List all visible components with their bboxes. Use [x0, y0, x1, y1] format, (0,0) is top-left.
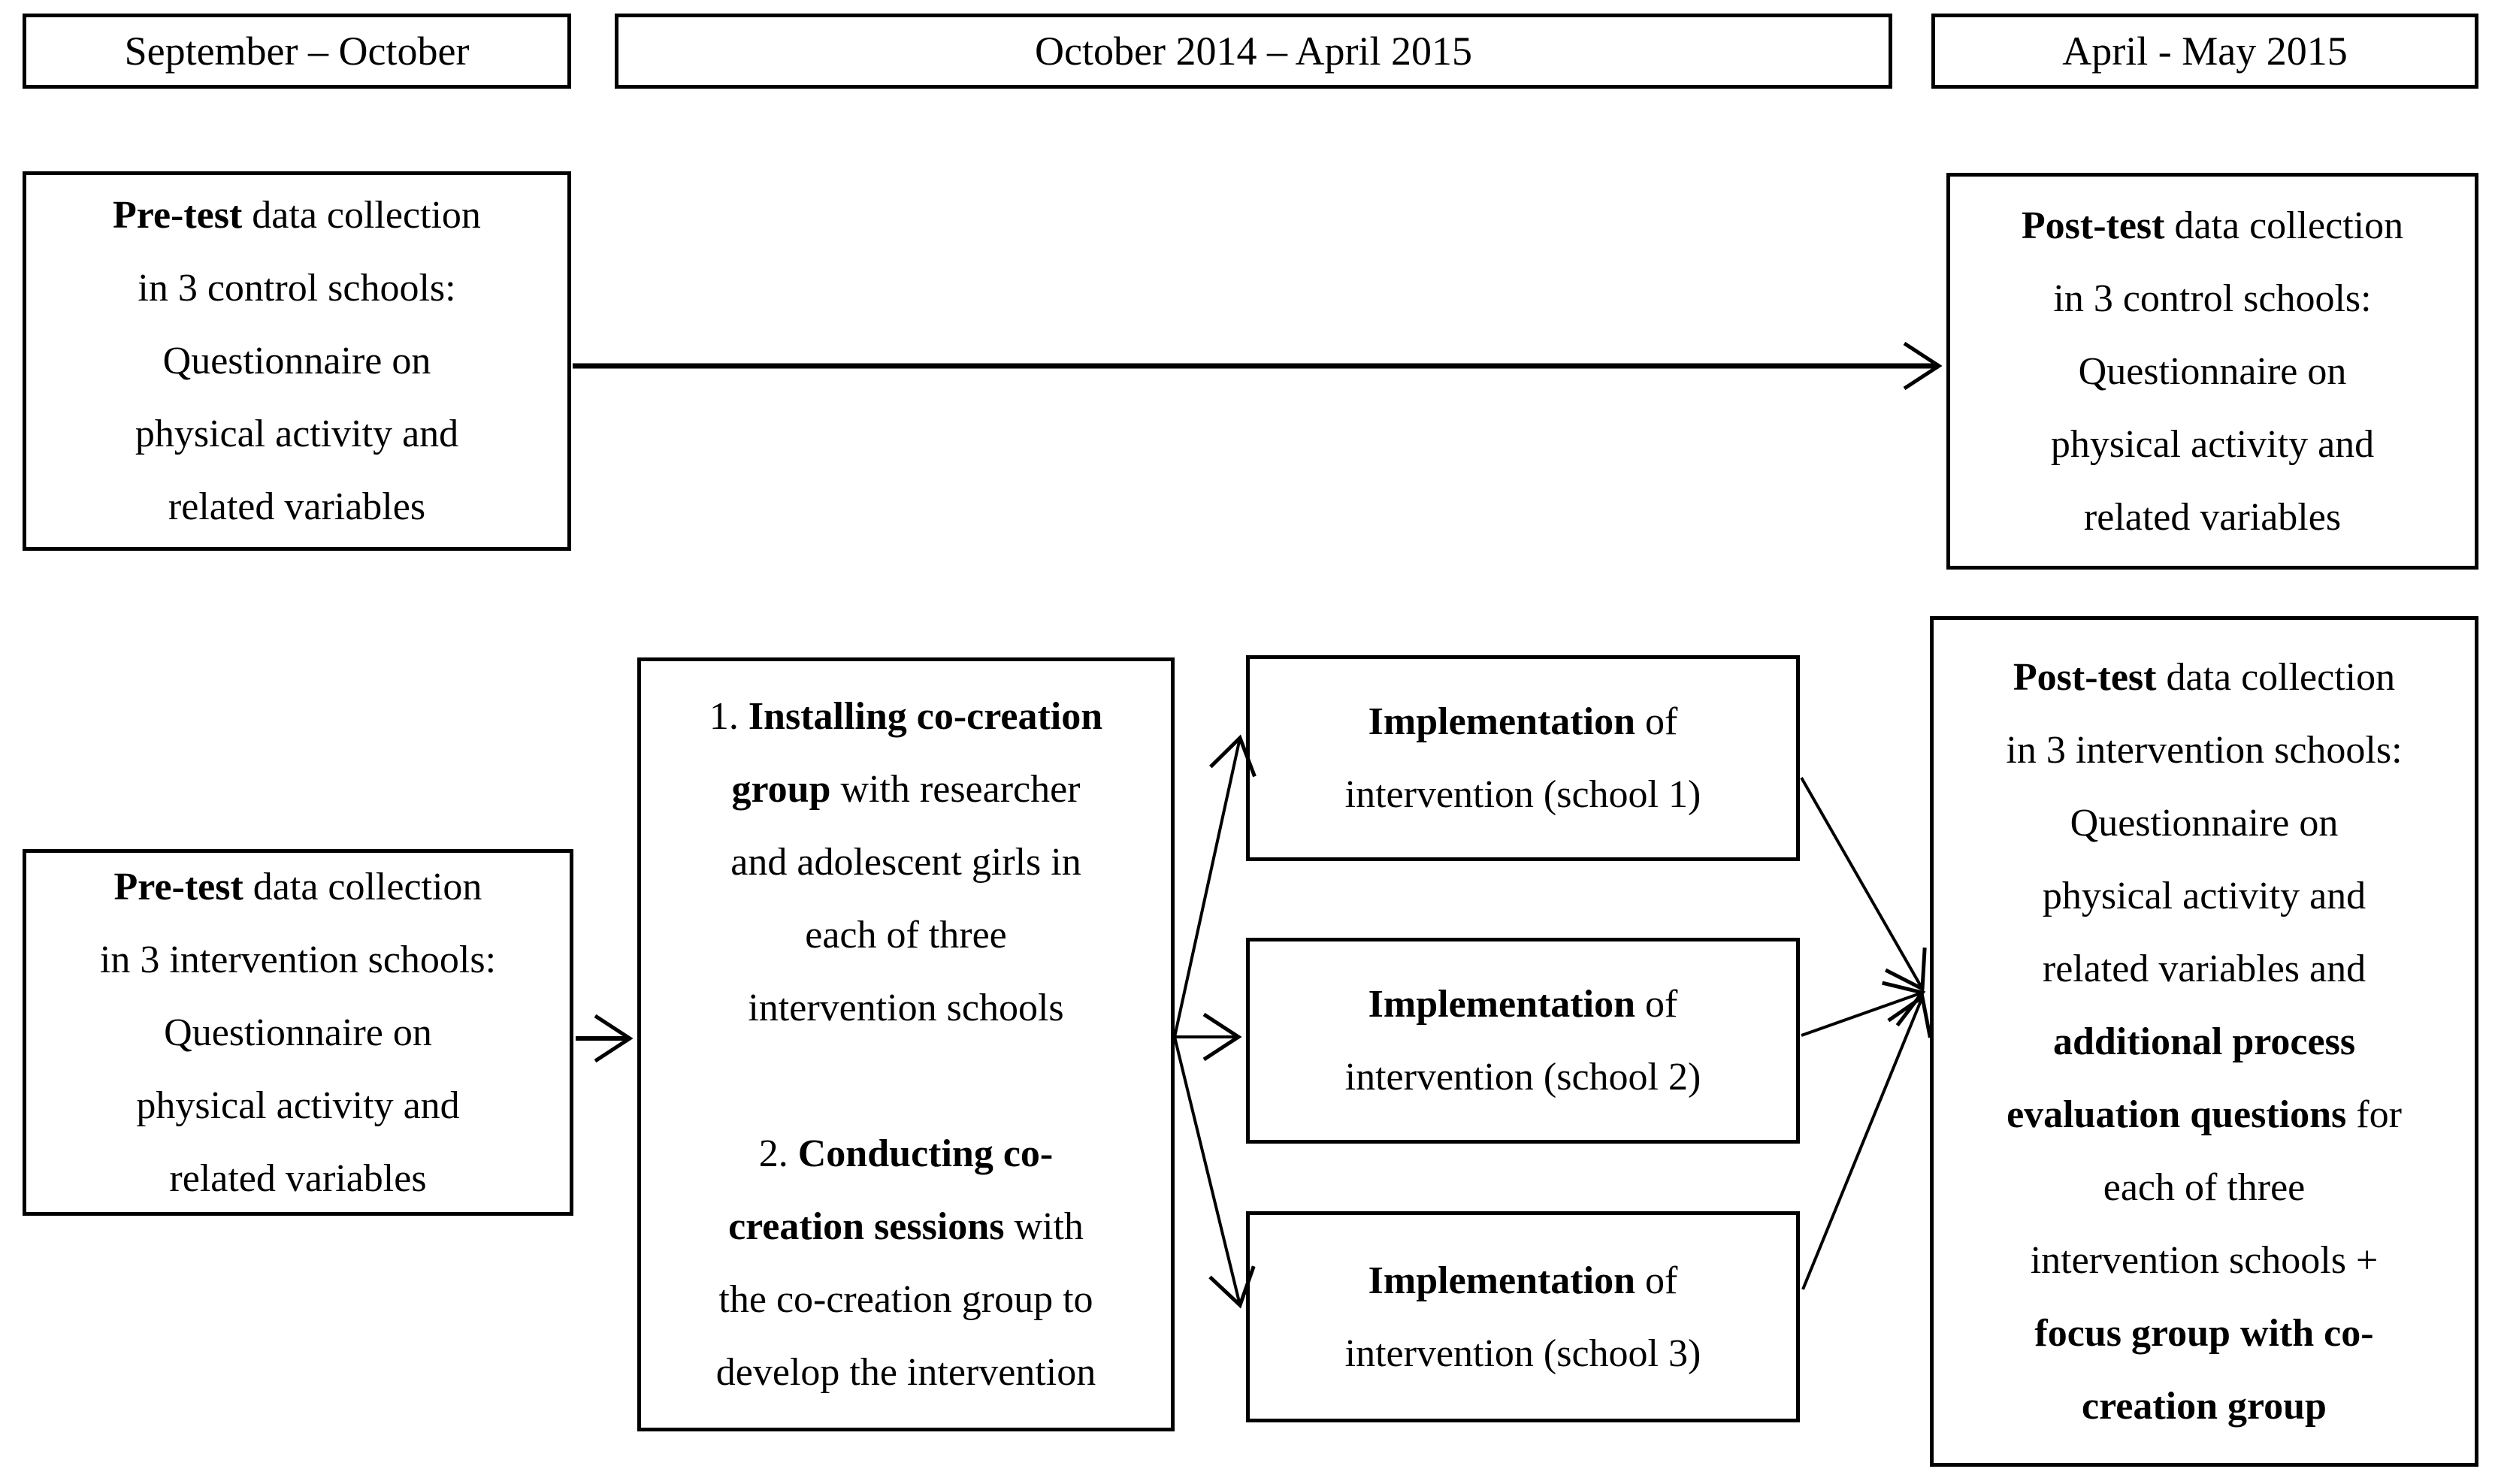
header-label: April - May 2015: [2062, 28, 2348, 74]
text-line: and adolescent girls in: [730, 841, 1081, 884]
text-line: in 3 intervention schools:: [2006, 728, 2403, 772]
text-line: physical activity and: [136, 1084, 460, 1127]
text-line: related variables: [169, 1156, 427, 1200]
text-line: Post-test data collection: [2021, 204, 2404, 247]
text-line: Pre-test data collection: [113, 194, 481, 237]
text-line: Questionnaire on: [162, 340, 431, 382]
text-line: each of three: [805, 914, 1007, 957]
text-line: in 3 control schools:: [138, 267, 456, 310]
text-line: additional process: [2052, 1020, 2356, 1063]
header-label: October 2014 – April 2015: [1035, 28, 1472, 74]
text-line: the co-creation group to: [718, 1278, 1093, 1321]
header-box-september-october: September – October: [23, 14, 571, 89]
text-line: Post-test data collection: [2013, 655, 2396, 699]
text-line: Pre-test data collection: [113, 865, 482, 908]
text-line: Questionnaire on: [2070, 801, 2339, 845]
box-implementation-school3: Implementation of intervention (school 3): [1246, 1211, 1800, 1422]
arrow-school3-to-posttest-intervention: [1801, 993, 1932, 1290]
text-line: Questionnaire on: [164, 1011, 432, 1054]
text-line: 2. Conducting co-: [758, 1132, 1054, 1175]
text-line: [901, 1044, 911, 1117]
text-line: develop the intervention: [715, 1351, 1096, 1394]
text-line: Implementation of: [1368, 1259, 1678, 1302]
text-line: physical activity and: [135, 413, 459, 455]
box-posttest-intervention: Post-test data collection in 3 interventi…: [1930, 616, 2478, 1467]
arrow-school1-to-posttest-intervention: [1800, 777, 1927, 992]
box-pretest-control: Pre-test data collection in 3 control sch…: [23, 171, 571, 551]
arrow-cocreation-to-school3: [1173, 1036, 1256, 1309]
text-line: focus group with co-: [2034, 1311, 2374, 1355]
arrow-school2-to-posttest-intervention: [1801, 981, 1926, 1037]
text-line: related variables: [168, 485, 426, 528]
text-line: 1. Installing co-creation: [709, 695, 1103, 738]
text-line: Implementation of: [1368, 983, 1678, 1026]
box-implementation-school2: Implementation of intervention (school 2): [1246, 938, 1800, 1144]
box-posttest-control: Post-test data collection in 3 control sc…: [1946, 173, 2478, 570]
arrow-cocreation-to-school1: [1173, 734, 1257, 1038]
text-line: in 3 control schools:: [2053, 277, 2372, 320]
text-line: group with researcher: [731, 768, 1081, 811]
text-line: in 3 intervention schools:: [99, 938, 497, 981]
text-line: physical activity and: [2042, 874, 2366, 917]
text-line: physical activity and: [2050, 422, 2375, 466]
text-line: intervention schools: [748, 987, 1064, 1029]
box-cocreation-group: 1. Installing co-creation group with rese…: [637, 657, 1175, 1431]
text-line: intervention (school 3): [1344, 1331, 1701, 1375]
text-line: creation sessions with: [728, 1205, 1084, 1248]
text-line: related variables and: [2042, 947, 2366, 990]
header-box-april-may2015: April - May 2015: [1931, 14, 2478, 89]
text-line: evaluation questions for: [2007, 1093, 2402, 1136]
text-line: related variables: [2083, 495, 2342, 539]
text-line: each of three: [2103, 1165, 2306, 1209]
text-line: Implementation of: [1368, 700, 1678, 743]
box-pretest-intervention: Pre-test data collection in 3 interventio…: [23, 849, 573, 1216]
text-line: intervention (school 1): [1344, 773, 1701, 816]
header-label: September – October: [124, 28, 470, 74]
text-line: creation group: [2082, 1384, 2327, 1428]
text-line: intervention schools +: [2030, 1238, 2379, 1282]
text-line: Questionnaire on: [2078, 349, 2347, 393]
header-box-october2014-april2015: October 2014 – April 2015: [615, 14, 1892, 89]
box-implementation-school1: Implementation of intervention (school 1): [1246, 655, 1800, 861]
text-line: intervention (school 2): [1344, 1056, 1701, 1099]
